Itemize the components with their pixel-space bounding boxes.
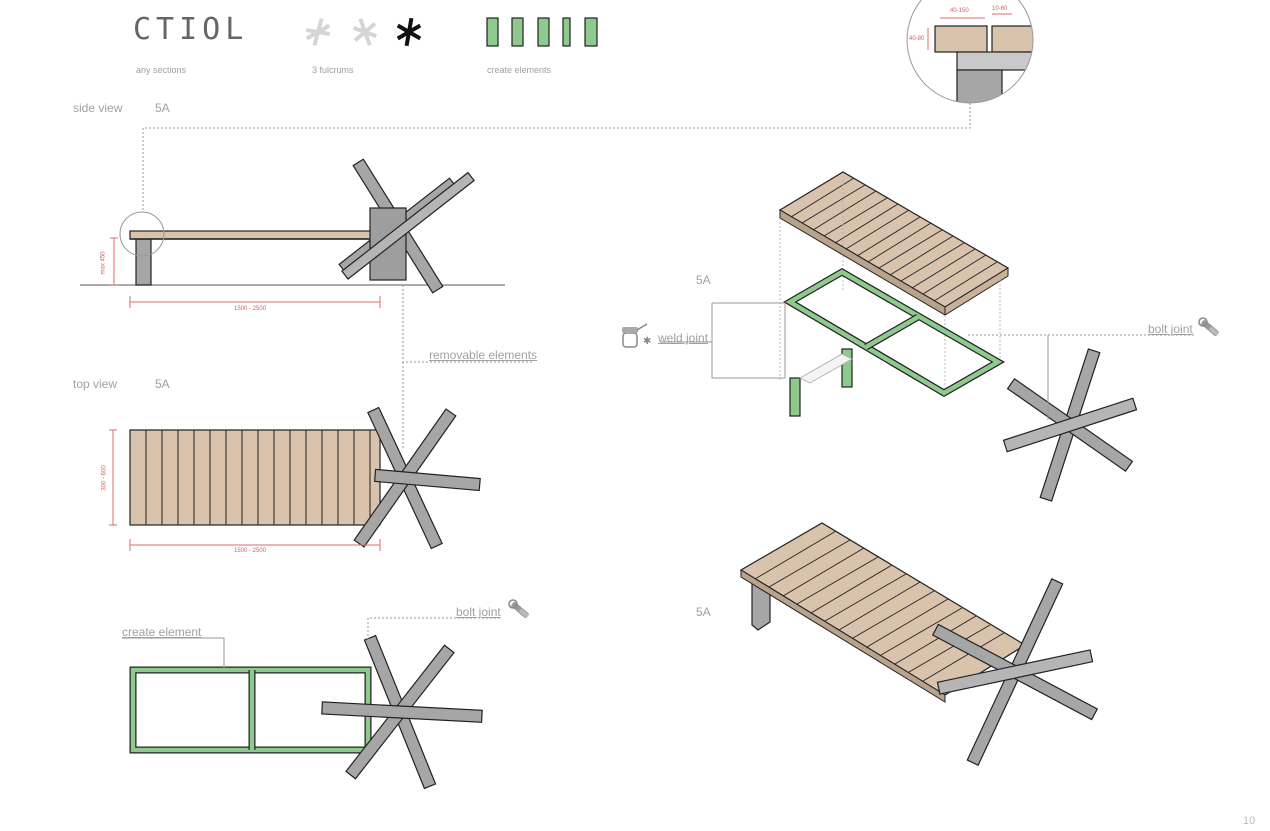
fulcrum-legend-icons: [305, 17, 422, 47]
detail-dim-a: 40-150: [950, 8, 969, 14]
side-view-drawing: [80, 158, 505, 308]
legend-sections-label: any sections: [136, 65, 187, 75]
top-width-dim: 300 - 600: [101, 465, 108, 491]
top-length-dim: 1500 - 2500: [234, 548, 267, 554]
weld-icon: ✱: [622, 323, 651, 348]
iso-assembled-drawing: [739, 522, 1099, 766]
frame-plan-drawing: [122, 617, 500, 790]
top-view-title: top view: [73, 377, 118, 391]
side-view-tag: 5A: [155, 101, 170, 115]
legend-fulcrums-label: 3 fulcrums: [312, 65, 354, 75]
top-view-drawing: [109, 406, 481, 551]
legend-elements-label: create elements: [487, 65, 552, 75]
side-length-dim: 1500 - 2500: [234, 306, 267, 312]
detail-dim-c: 40-80: [909, 36, 925, 42]
sections-glyphs: CTIOL: [133, 12, 249, 47]
element-legend-icons: [486, 17, 598, 47]
weld-joint-label: weld joint: [658, 331, 709, 345]
iso-exploded-drawing: [660, 171, 1195, 502]
top-view-tag: 5A: [155, 377, 170, 391]
joint-detail-circle: [142, 0, 1034, 212]
bolt-joint-label-left: bolt joint: [456, 605, 501, 619]
wrench-bolt-icon: [1198, 317, 1219, 336]
svg-text:✱: ✱: [643, 336, 651, 347]
iso-bottom-tag: 5A: [696, 605, 711, 619]
iso-top-tag: 5A: [696, 273, 711, 287]
bolt-joint-label-right: bolt joint: [1148, 322, 1193, 336]
create-element-label: create element: [122, 625, 202, 639]
wrench-bolt-icon: [508, 599, 529, 618]
side-view-title: side view: [73, 101, 123, 115]
side-height-dim: max 450: [100, 251, 107, 275]
detail-dim-b: 10-60: [992, 6, 1008, 12]
page-number: 10: [1243, 815, 1256, 827]
removable-elements-label: removable elements: [429, 348, 538, 362]
